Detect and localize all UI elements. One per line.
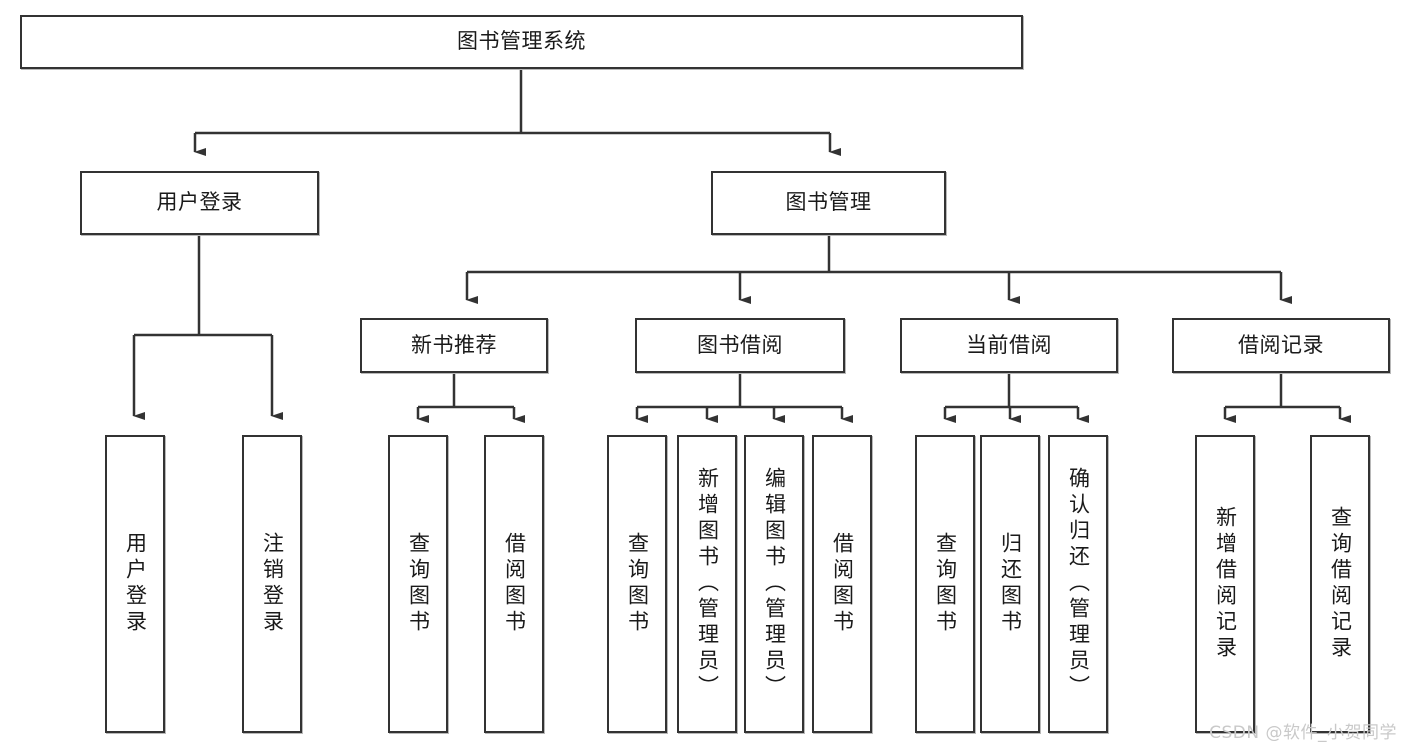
watermark-text: CSDN @软件_小贺同学 [1209, 723, 1397, 743]
leaf-add-book-admin-label: 新增图书（管理员） [695, 467, 720, 701]
leaf-query-borrow-record[interactable]: 查询借阅记录 [1310, 435, 1370, 733]
node-user-login[interactable]: 用户登录 [80, 171, 319, 235]
leaf-query-book-3-label: 查询图书 [933, 532, 958, 636]
leaf-user-login-do-label: 用户登录 [123, 532, 148, 636]
node-user-login-label: 用户登录 [156, 190, 243, 215]
leaf-borrow-book-1[interactable]: 借阅图书 [484, 435, 544, 733]
leaf-add-borrow-record-label: 新增借阅记录 [1213, 506, 1238, 662]
leaf-confirm-return-admin-label: 确认归还（管理员） [1066, 467, 1091, 701]
leaf-query-borrow-record-label: 查询借阅记录 [1328, 506, 1353, 662]
node-root[interactable]: 图书管理系统 [20, 15, 1023, 69]
node-borrow-record[interactable]: 借阅记录 [1172, 318, 1390, 373]
node-book-manage[interactable]: 图书管理 [711, 171, 946, 235]
leaf-query-book-1[interactable]: 查询图书 [388, 435, 448, 733]
leaf-user-logout[interactable]: 注销登录 [242, 435, 302, 733]
node-book-borrow-label: 图书借阅 [697, 332, 783, 357]
leaf-confirm-return-admin[interactable]: 确认归还（管理员） [1048, 435, 1108, 733]
leaf-return-book[interactable]: 归还图书 [980, 435, 1040, 733]
leaf-borrow-book-2[interactable]: 借阅图书 [812, 435, 872, 733]
node-current-borrow-label: 当前借阅 [966, 332, 1052, 357]
leaf-add-borrow-record[interactable]: 新增借阅记录 [1195, 435, 1255, 733]
leaf-query-book-3[interactable]: 查询图书 [915, 435, 975, 733]
leaf-user-login-do[interactable]: 用户登录 [105, 435, 165, 733]
node-new-book-recommend-label: 新书推荐 [411, 332, 497, 357]
leaf-query-book-2[interactable]: 查询图书 [607, 435, 667, 733]
leaf-add-book-admin[interactable]: 新增图书（管理员） [677, 435, 737, 733]
node-book-borrow[interactable]: 图书借阅 [635, 318, 845, 373]
leaf-edit-book-admin[interactable]: 编辑图书（管理员） [744, 435, 804, 733]
leaf-edit-book-admin-label: 编辑图书（管理员） [762, 467, 787, 701]
leaf-return-book-label: 归还图书 [998, 532, 1023, 636]
leaf-user-logout-label: 注销登录 [260, 532, 285, 636]
node-current-borrow[interactable]: 当前借阅 [900, 318, 1118, 373]
leaf-borrow-book-2-label: 借阅图书 [830, 532, 855, 636]
node-book-manage-label: 图书管理 [785, 190, 872, 215]
node-new-book-recommend[interactable]: 新书推荐 [360, 318, 548, 373]
leaf-query-book-2-label: 查询图书 [625, 532, 650, 636]
leaf-borrow-book-1-label: 借阅图书 [502, 532, 527, 636]
leaf-query-book-1-label: 查询图书 [406, 532, 431, 636]
node-borrow-record-label: 借阅记录 [1238, 332, 1324, 357]
node-root-label: 图书管理系统 [457, 29, 586, 54]
